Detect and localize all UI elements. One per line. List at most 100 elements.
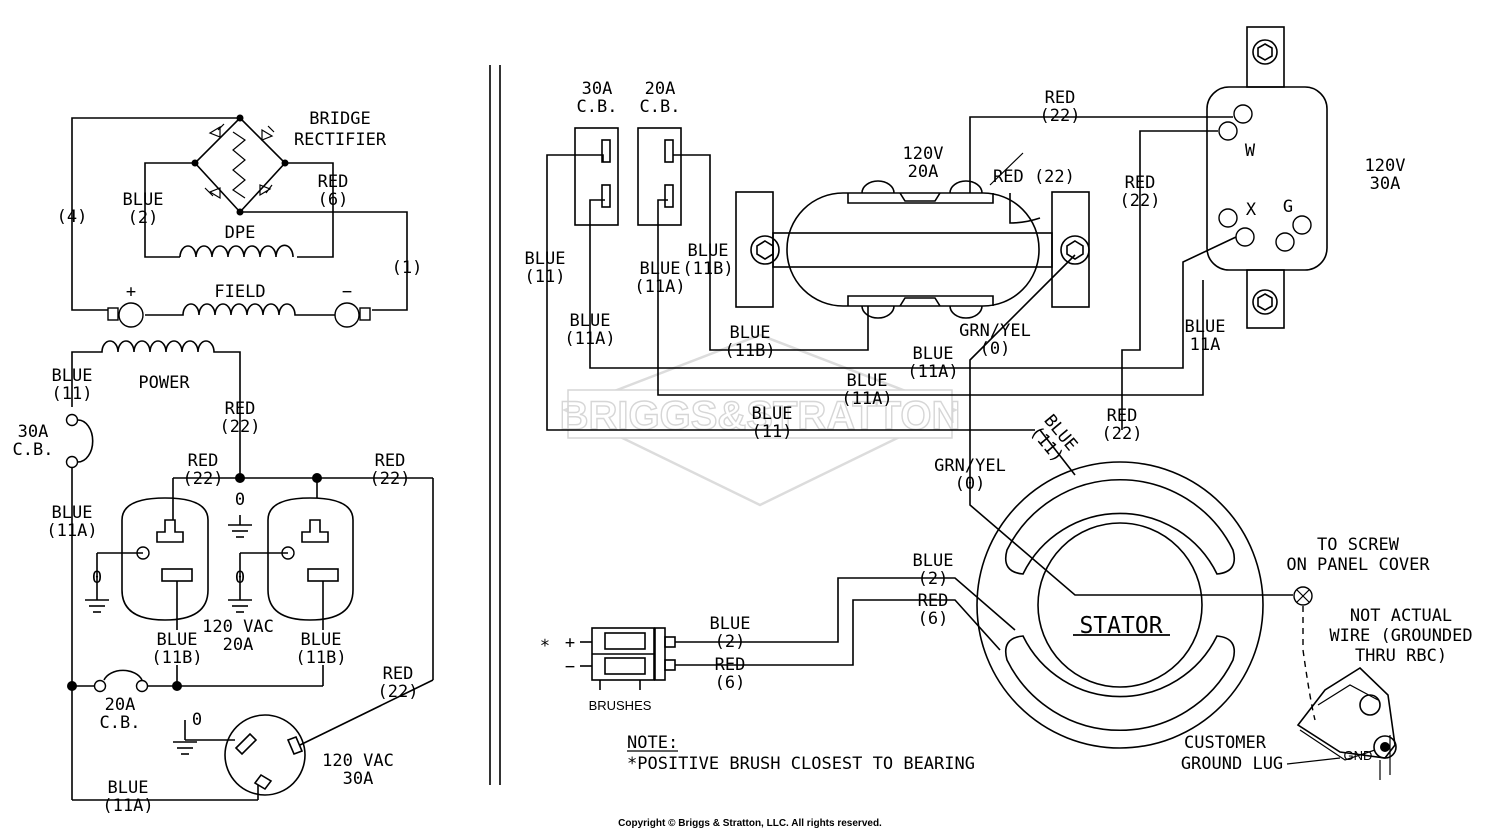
label-red: RED	[715, 655, 746, 675]
label-blue: BLUE	[688, 241, 729, 261]
label-120vac: 120 VAC	[202, 617, 274, 637]
label-brush-plus: +	[565, 633, 575, 653]
label-dpe: DPE	[225, 223, 256, 243]
label-wire-number: (11A)	[634, 277, 685, 297]
label-wire-number: (2)	[918, 569, 949, 589]
label-to-screw: TO SCREW	[1317, 535, 1400, 555]
wire-blue-11a	[589, 199, 1237, 369]
label-cb: C.B.	[100, 713, 141, 733]
label-wire-number: (2)	[715, 632, 746, 652]
label-wire-number: (11B)	[724, 341, 775, 361]
label-red-22: RED (22)	[993, 167, 1075, 187]
label-wire-number: (11A)	[102, 796, 153, 816]
label-120vac: 120 VAC	[322, 751, 394, 771]
wire-blue-2	[675, 577, 1016, 643]
brush-terminal-positive	[118, 302, 144, 328]
label-wire-number: (22)	[378, 682, 419, 702]
receptacle-20a-left	[121, 497, 209, 621]
label-wire-number: (22)	[183, 469, 224, 489]
label-blue: BLUE	[1185, 317, 1226, 337]
wire-red-22	[969, 116, 1233, 193]
label-asterisk: ∗	[540, 633, 550, 653]
left-schematic	[65, 114, 434, 801]
brush-assembly	[580, 627, 676, 690]
wire-red-22-stator	[1121, 130, 1218, 430]
wire-blue-11	[546, 154, 1035, 431]
power-coil	[71, 340, 241, 478]
circuit-breaker-20a	[637, 127, 682, 226]
label-blue: BLUE	[752, 404, 793, 424]
label-note-text: *POSITIVE BRUSH CLOSEST TO BEARING	[627, 754, 975, 774]
label-wire-number: (11A)	[907, 362, 958, 382]
label-wire-1: (1)	[392, 258, 423, 278]
label-wire-number: (2)	[128, 208, 159, 228]
label-wire-number: (11B)	[295, 648, 346, 668]
label-blue: BLUE	[913, 551, 954, 571]
label-red: RED	[318, 172, 349, 192]
label-blue: BLUE	[847, 371, 888, 391]
ground-dashed-line	[1302, 606, 1316, 721]
label-ground-lug: GROUND LUG	[1181, 754, 1283, 774]
label-wire-number: 11A	[1190, 335, 1221, 355]
customer-ground-lug	[1296, 666, 1397, 780]
label-cb: C.B.	[577, 97, 618, 117]
label-30a: 30A	[343, 769, 374, 789]
label-cb-20a: 20A	[105, 695, 136, 715]
circuit-breaker-30a	[574, 127, 619, 226]
label-blue: BLUE	[640, 259, 681, 279]
brush-terminal-negative	[334, 302, 360, 328]
label-not-actual-2: WIRE (GROUNDED	[1329, 626, 1472, 646]
label-blue: BLUE	[570, 311, 611, 331]
label-red: RED	[1045, 88, 1076, 108]
receptacle-120v-20a	[735, 180, 1090, 319]
label-wire-number: (11B)	[682, 259, 733, 279]
label-blue: BLUE	[123, 190, 164, 210]
label-ground-0: 0	[92, 568, 102, 588]
label-red: RED	[1107, 406, 1138, 426]
label-gnd: GND	[1344, 748, 1373, 763]
copyright-text: Copyright © Briggs & Stratton, LLC. All …	[618, 818, 882, 829]
label-grn-yel: GRN/YEL	[934, 456, 1006, 476]
label-blue: BLUE	[52, 503, 93, 523]
dpe-coil	[179, 244, 294, 258]
label-20a: 20A	[908, 162, 939, 182]
label-wire-number: (22)	[1102, 424, 1143, 444]
label-wire-4: (4)	[57, 207, 88, 227]
field-coil	[145, 303, 335, 316]
label-note-title: NOTE:	[627, 733, 678, 753]
label-blue: BLUE	[913, 344, 954, 364]
label-blue: BLUE	[710, 614, 751, 634]
label-terminal-g: G	[1283, 197, 1293, 217]
label-wire-number: (11B)	[151, 648, 202, 668]
label-wire-number: (6)	[318, 190, 349, 210]
label-red: RED	[383, 664, 414, 684]
label-20a: 20A	[223, 635, 254, 655]
wire-blue-11a-b	[657, 199, 1204, 396]
label-not-actual-3: THRU RBC)	[1355, 646, 1447, 666]
label-red: RED	[918, 591, 949, 611]
receptacle-30a	[224, 714, 306, 796]
label-cb: C.B.	[640, 97, 681, 117]
label-red: RED	[188, 451, 219, 471]
bridge-rectifier-symbol	[191, 114, 289, 216]
label-cb-30a: 30A	[582, 79, 613, 99]
label-red: RED	[1125, 173, 1156, 193]
label-plus: +	[126, 282, 136, 302]
label-blue: BLUE	[52, 366, 93, 386]
label-power: POWER	[138, 373, 190, 393]
label-on-panel-cover: ON PANEL COVER	[1286, 555, 1430, 575]
label-wire-number: (11A)	[564, 329, 615, 349]
label-ground-0: 0	[235, 490, 245, 510]
label-wire-number: (22)	[370, 469, 411, 489]
label-30a: 30A	[1370, 174, 1401, 194]
label-wire-number: (11)	[52, 384, 93, 404]
stator	[976, 429, 1264, 749]
label-wire-number: (22)	[220, 417, 261, 437]
label-blue: BLUE	[730, 323, 771, 343]
label-wire-number: (0)	[955, 474, 986, 494]
wire-grn-yel	[969, 254, 1293, 596]
label-brush-minus: −	[565, 657, 575, 677]
label-terminal-w: W	[1245, 141, 1256, 161]
label-customer: CUSTOMER	[1184, 733, 1267, 753]
